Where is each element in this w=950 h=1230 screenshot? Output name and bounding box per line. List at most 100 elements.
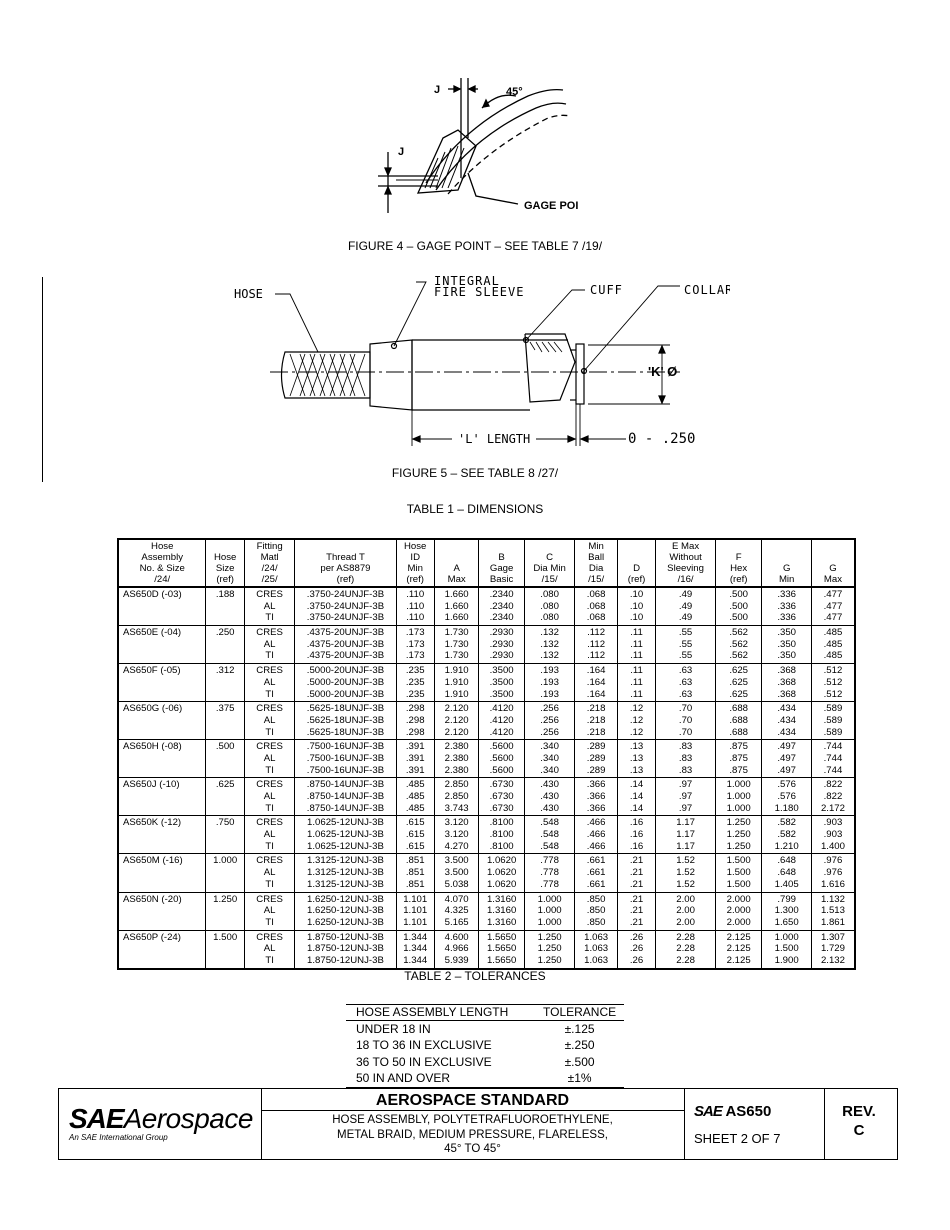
sae-aerospace-logo: SAEAerospace [69,1103,253,1135]
cell-value: 1.0625-12UNJ-3B [307,817,384,829]
cell-value: .16 [629,829,644,841]
cell-value: .336 [777,612,797,624]
cell-value: .350 [777,627,797,639]
header-line: (ref) [729,574,748,585]
cell-b: .2340.2340.2340 [478,587,525,626]
description-line-3: 45° TO 45° [444,1143,501,1155]
cell-value: .068 [586,612,606,624]
cell-value: .11 [630,665,643,677]
cell-value: .500 [729,612,748,624]
title-block: SAEAerospace An SAE International Group … [58,1088,898,1160]
assembly-number: AS650P (-24) [123,931,181,943]
cell-value: CRES [256,741,283,753]
cell-value: .173 [405,650,425,662]
hose-size: 1.000 [205,853,245,892]
cell-value: 1.8750-12UNJ-3B [307,954,384,966]
standard-title: AEROSPACE STANDARD [261,1089,684,1111]
cell-value: .16 [629,817,644,829]
cell-value: AL [263,600,276,612]
header-line: Hose [151,541,174,552]
cell-value: AL [263,829,276,841]
cell-d: .21.21.21 [616,892,656,931]
cell-value: 2.120 [444,703,469,715]
cell-value: 1.500 [726,878,751,890]
document-number: SAE AS650 [694,1103,771,1120]
cell-value: 1.650 [774,916,799,928]
cell-value: 1.250 [726,829,751,841]
cell-value: 3.500 [444,867,469,879]
header-line: Dia [588,563,604,574]
cell-ball: .112.112.112 [574,625,618,664]
header-line: Min [778,574,795,585]
cell-value: 1.500 [774,943,799,955]
cell-value: 1.8750-12UNJ-3B [307,931,384,943]
cell-value: .193 [540,665,559,677]
cell-value: .7500-16UNJF-3B [306,752,385,764]
header-line: Min [588,541,604,552]
cell-value: .976 [823,855,843,867]
hose-size: 1.250 [205,892,245,931]
cell-value: .3500 [489,688,514,700]
cell-value: 1.250 [537,954,562,966]
header-line: Matl [260,552,279,563]
cell-gmax: .477.477.477 [810,587,855,626]
header-line: /24/ [154,574,171,585]
cell-value: .080 [540,612,559,624]
cell-value: .485 [405,802,425,814]
cell-value: .430 [540,779,559,791]
cell-value: .70 [678,703,693,715]
header-line: Min [407,563,423,574]
cell-value: .430 [540,791,559,802]
cell-value: .080 [540,600,559,612]
cell-d: .16.16.16 [616,815,656,854]
cell-value: .625 [729,688,748,700]
header-line: Hex [730,563,748,574]
cell-value: 4.600 [444,931,469,943]
cell-value: .512 [823,688,843,700]
cell-value: 5.939 [444,954,469,966]
cell-gmin: .368.368.368 [761,663,812,702]
cell-value: 1.300 [774,905,799,917]
cell-value: .485 [405,779,425,791]
cell-value: .851 [405,855,425,867]
header-line: Sleeving [667,563,704,574]
cell-value: .875 [729,764,748,776]
cell-value: 1.250 [726,840,751,852]
figure-5-label-cuff: CUFF [590,283,623,297]
cell-value: .298 [405,714,425,726]
cell-gmin: .497.497.497 [761,739,812,778]
cell-value: 5.038 [444,878,469,890]
cell-d: .11.11.11 [616,625,656,664]
header-line: Size [215,563,235,574]
header-line: /16/ [677,574,694,585]
cell-value: .2930 [489,638,514,650]
cell-value: .340 [540,752,559,764]
header-line: per AS8879 [320,563,371,574]
header-line: Hose [213,552,237,563]
header-line: F [735,552,742,563]
cell-value: 1.8750-12UNJ-3B [307,943,384,955]
cell-value: .976 [823,867,843,879]
cell-value: TI [265,764,274,776]
figure-5-caption: FIGURE 5 – SEE TABLE 8 /27/ [391,466,559,480]
cell-value: 4.325 [444,905,469,917]
cell-e: .83.83.83 [655,739,716,778]
cell-value: 1.910 [444,676,469,688]
cell-value: CRES [256,893,283,905]
cell-value: 1.000 [726,802,751,814]
cell-gmin: .350.350.350 [761,625,812,664]
cell-id: .173.173.173 [395,625,435,664]
cell-value: 1.6250-12UNJ-3B [307,893,384,905]
cell-value: .368 [777,688,797,700]
assembly-number: AS650F (-05) [123,665,181,677]
cell-id: .298.298.298 [395,701,435,740]
cell-value: .132 [540,650,559,662]
cell-value: .26 [629,943,644,955]
